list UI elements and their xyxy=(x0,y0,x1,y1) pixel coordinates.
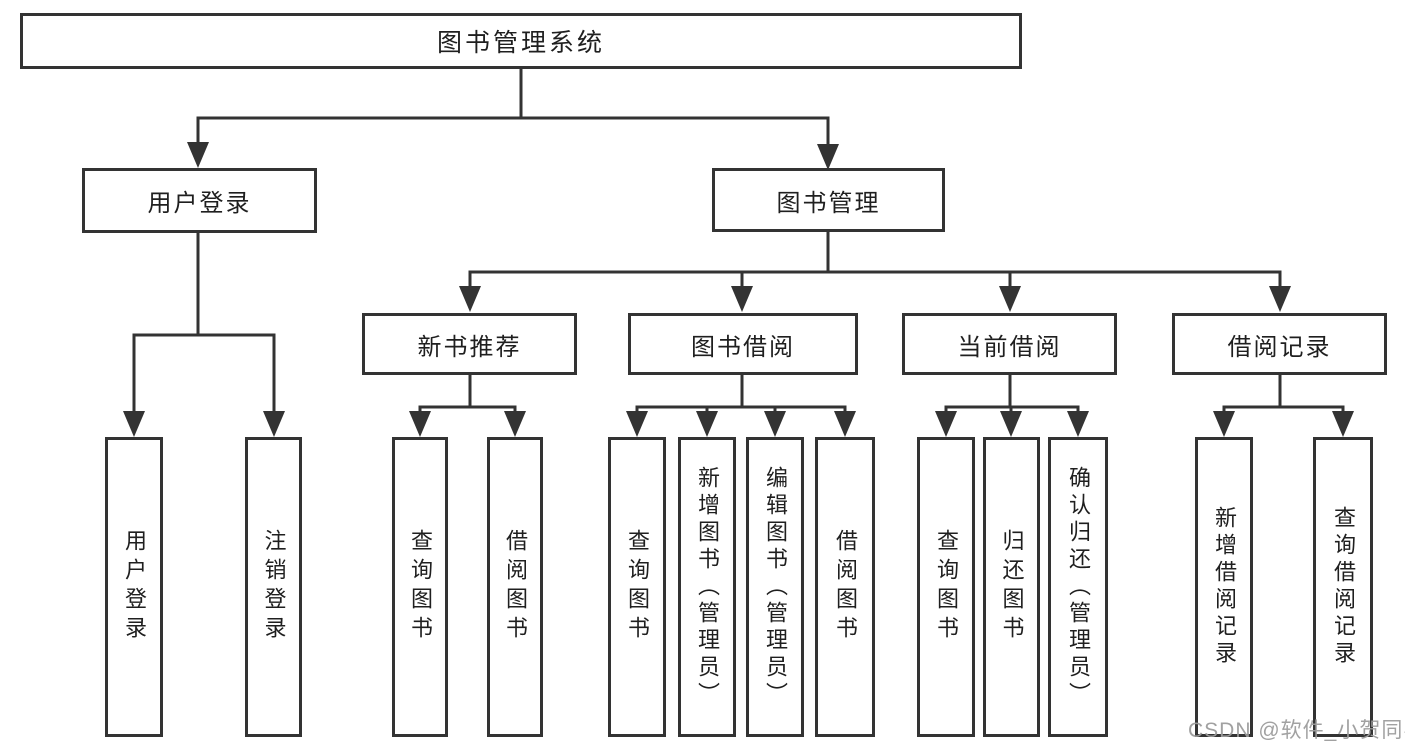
leaf-logout: 注销登录 xyxy=(245,437,302,737)
leaf-confirm-return-admin: 确认归还（管理员） xyxy=(1048,437,1108,737)
leaf-add-borrow-record: 新增借阅记录 xyxy=(1195,437,1253,737)
node-label: 图书借阅 xyxy=(691,333,795,361)
leaf-edit-books-admin: 编辑图书（管理员） xyxy=(746,437,804,737)
leaf-label: 借阅图书 xyxy=(833,529,858,645)
leaf-label: 新增借阅记录 xyxy=(1212,506,1237,668)
node-label: 用户登录 xyxy=(147,190,252,217)
leaf-return-books: 归还图书 xyxy=(983,437,1040,737)
node-book-borrowing: 图书借阅 xyxy=(628,313,858,375)
node-user-login: 用户登录 xyxy=(82,168,317,233)
node-label: 新书推荐 xyxy=(417,333,522,361)
leaf-label: 借阅图书 xyxy=(503,529,528,645)
node-label: 图书管理 xyxy=(776,189,881,217)
leaf-borrow-books: 借阅图书 xyxy=(815,437,875,737)
leaf-label: 用户登录 xyxy=(122,529,147,645)
leaf-add-books-admin: 新增图书（管理员） xyxy=(678,437,736,737)
leaf-query-borrow-record: 查询借阅记录 xyxy=(1313,437,1373,737)
leaf-query-books-borrowing: 查询图书 xyxy=(608,437,666,737)
leaf-label: 新增图书（管理员） xyxy=(695,465,720,709)
node-root-library-system: 图书管理系统 xyxy=(20,13,1022,69)
leaf-query-books-current: 查询图书 xyxy=(917,437,975,737)
leaf-label: 归还图书 xyxy=(999,529,1025,645)
node-borrowing-records: 借阅记录 xyxy=(1172,313,1387,375)
leaf-label: 注销登录 xyxy=(261,529,287,645)
node-new-book-recommend: 新书推荐 xyxy=(362,313,577,375)
leaf-borrow-books-recommend: 借阅图书 xyxy=(487,437,543,737)
node-label: 图书管理系统 xyxy=(436,29,605,57)
leaf-label: 查询图书 xyxy=(408,529,433,645)
node-current-borrowing: 当前借阅 xyxy=(902,313,1117,375)
node-book-management: 图书管理 xyxy=(712,168,945,232)
leaf-query-books-recommend: 查询图书 xyxy=(392,437,448,737)
leaf-label: 查询图书 xyxy=(934,529,959,645)
node-label: 当前借阅 xyxy=(957,333,1062,361)
node-label: 借阅记录 xyxy=(1227,333,1332,361)
leaf-label: 查询借阅记录 xyxy=(1331,506,1356,668)
csdn-watermark: CSDN @软件_小贺同学 xyxy=(1188,719,1405,742)
leaf-label: 确认归还（管理员） xyxy=(1066,465,1091,709)
leaf-label: 编辑图书（管理员） xyxy=(763,465,788,709)
leaf-label: 查询图书 xyxy=(625,529,650,645)
leaf-user-login: 用户登录 xyxy=(105,437,163,737)
